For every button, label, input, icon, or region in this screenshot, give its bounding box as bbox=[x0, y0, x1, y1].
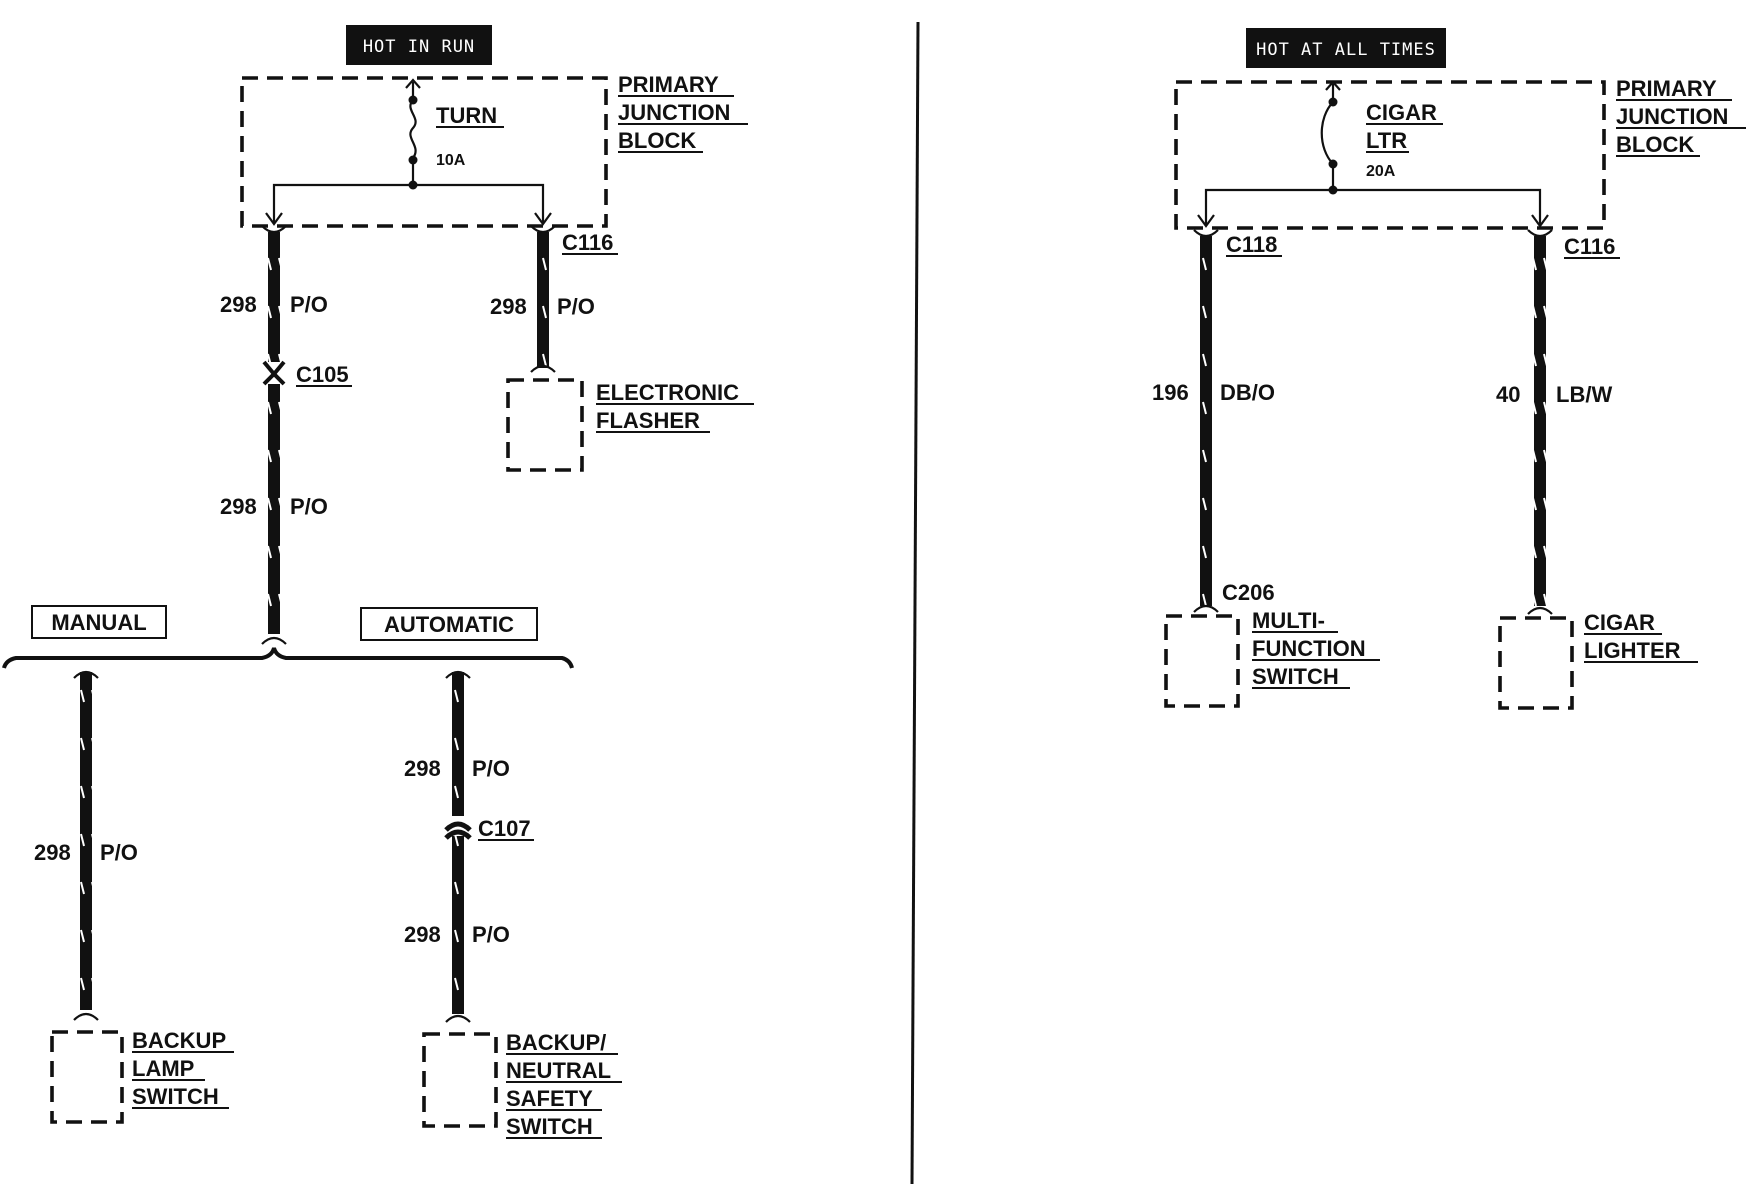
manual-tag-label: MANUAL bbox=[51, 610, 146, 635]
svg-text:FUNCTION: FUNCTION bbox=[1252, 636, 1366, 661]
svg-text:SWITCH: SWITCH bbox=[132, 1084, 219, 1109]
hot-in-run-label: HOT IN RUN bbox=[363, 37, 475, 57]
right-bus bbox=[1204, 188, 1542, 224]
svg-text:C107: C107 bbox=[478, 816, 531, 841]
svg-text:SWITCH: SWITCH bbox=[506, 1114, 593, 1139]
c116-left-connector: C116 bbox=[562, 230, 618, 255]
svg-text:C116: C116 bbox=[562, 230, 613, 255]
svg-text:CIGAR: CIGAR bbox=[1584, 610, 1655, 635]
turn-fuse: TURN 10A bbox=[405, 78, 504, 190]
svg-text:LIGHTER: LIGHTER bbox=[1584, 638, 1681, 663]
svg-text:JUNCTION: JUNCTION bbox=[1616, 104, 1728, 129]
wire-po-label-2: P/O bbox=[290, 494, 328, 519]
cigar-ltr-fuse: CIGAR LTR 20A bbox=[1320, 80, 1443, 195]
neutral-safety-switch-label: BACKUP/ NEUTRAL SAFETY SWITCH bbox=[506, 1030, 622, 1139]
backup-lamp-switch-label: BACKUP LAMP SWITCH bbox=[132, 1028, 234, 1109]
multi-function-switch-label: MULTI- FUNCTION SWITCH bbox=[1252, 608, 1380, 689]
page-divider bbox=[910, 21, 920, 1184]
wire-po-label-auto-2: P/O bbox=[472, 922, 510, 947]
wire-dbo-label: DB/O bbox=[1220, 380, 1275, 405]
neutral-safety-switch-box bbox=[422, 1032, 498, 1128]
wire-40-label: 40 bbox=[1496, 382, 1520, 407]
wire-298-label-manual: 298 bbox=[34, 840, 71, 865]
hot-at-all-times-label: HOT AT ALL TIMES bbox=[1256, 40, 1436, 60]
c105-connector: C105 bbox=[262, 360, 352, 387]
svg-text:NEUTRAL: NEUTRAL bbox=[506, 1058, 611, 1083]
svg-text:JUNCTION: JUNCTION bbox=[618, 100, 730, 125]
svg-text:MULTI-: MULTI- bbox=[1252, 608, 1325, 633]
svg-text:LAMP: LAMP bbox=[132, 1056, 194, 1081]
cigar-lighter-label: CIGAR LIGHTER bbox=[1584, 610, 1698, 663]
wire-po-label-manual: P/O bbox=[100, 840, 138, 865]
automatic-tag bbox=[360, 607, 538, 641]
c107-connector: C107 bbox=[444, 816, 534, 841]
svg-text:BACKUP: BACKUP bbox=[132, 1028, 226, 1053]
svg-text:PRIMARY: PRIMARY bbox=[618, 72, 719, 97]
wire-298-label-auto-1: 298 bbox=[404, 756, 441, 781]
turn-fuse-rating: 10A bbox=[436, 152, 466, 169]
cigar-lighter-box bbox=[1498, 616, 1574, 710]
c118-connector: C118 bbox=[1226, 232, 1282, 257]
svg-text:FLASHER: FLASHER bbox=[596, 408, 700, 433]
wire-po-label-flasher: P/O bbox=[557, 294, 595, 319]
svg-text:BLOCK: BLOCK bbox=[1616, 132, 1694, 157]
automatic-tag-label: AUTOMATIC bbox=[384, 612, 514, 637]
c116-right-connector: C116 bbox=[1564, 234, 1620, 259]
left-junction-block bbox=[240, 76, 608, 228]
wire-po-label-auto-1: P/O bbox=[472, 756, 510, 781]
cigar-ltr-fuse-rating: 20A bbox=[1366, 163, 1396, 180]
wire-298-label-1: 298 bbox=[220, 292, 257, 317]
right-junction-label: PRIMARY JUNCTION BLOCK bbox=[1616, 76, 1746, 157]
electronic-flasher-label: ELECTRONIC FLASHER bbox=[596, 380, 754, 433]
svg-text:BACKUP/: BACKUP/ bbox=[506, 1030, 606, 1055]
branch-bus bbox=[2, 647, 574, 669]
svg-text:PRIMARY: PRIMARY bbox=[1616, 76, 1717, 101]
right-junction-block bbox=[1174, 80, 1606, 230]
left-diagram: HOT IN RUN PRIMARY JUNCTION BLOCK TURN 1… bbox=[2, 25, 754, 1139]
svg-text:ELECTRONIC: ELECTRONIC bbox=[596, 380, 739, 405]
wire-298-label-flasher: 298 bbox=[490, 294, 527, 319]
right-diagram: HOT AT ALL TIMES PRIMARY JUNCTION BLOCK … bbox=[1152, 28, 1746, 710]
svg-text:C118: C118 bbox=[1226, 232, 1277, 257]
left-bus bbox=[272, 183, 545, 222]
electronic-flasher-box bbox=[506, 378, 584, 472]
svg-text:BLOCK: BLOCK bbox=[618, 128, 696, 153]
wire-298-label-auto-2: 298 bbox=[404, 922, 441, 947]
turn-fuse-label: TURN bbox=[436, 103, 497, 128]
svg-text:SWITCH: SWITCH bbox=[1252, 664, 1339, 689]
manual-tag bbox=[31, 605, 167, 639]
hot-in-run-badge bbox=[346, 25, 492, 65]
cigar-ltr-fuse-label-1: CIGAR bbox=[1366, 100, 1437, 125]
c206-connector: C206 bbox=[1222, 580, 1275, 605]
wire-po-label-1: P/O bbox=[290, 292, 328, 317]
backup-lamp-switch-box bbox=[50, 1030, 124, 1124]
multi-function-switch-box bbox=[1164, 614, 1240, 708]
left-junction-label: PRIMARY JUNCTION BLOCK bbox=[618, 72, 748, 153]
svg-text:C105: C105 bbox=[296, 362, 349, 387]
svg-text:SAFETY: SAFETY bbox=[506, 1086, 593, 1111]
wire-196-label: 196 bbox=[1152, 380, 1189, 405]
wire-lbw-label: LB/W bbox=[1556, 382, 1612, 407]
cigar-ltr-fuse-label-2: LTR bbox=[1366, 128, 1407, 153]
svg-text:C116: C116 bbox=[1564, 234, 1615, 259]
hot-at-all-times-badge bbox=[1246, 28, 1446, 68]
wire-298-label-2: 298 bbox=[220, 494, 257, 519]
svg-text:C206: C206 bbox=[1222, 580, 1275, 605]
